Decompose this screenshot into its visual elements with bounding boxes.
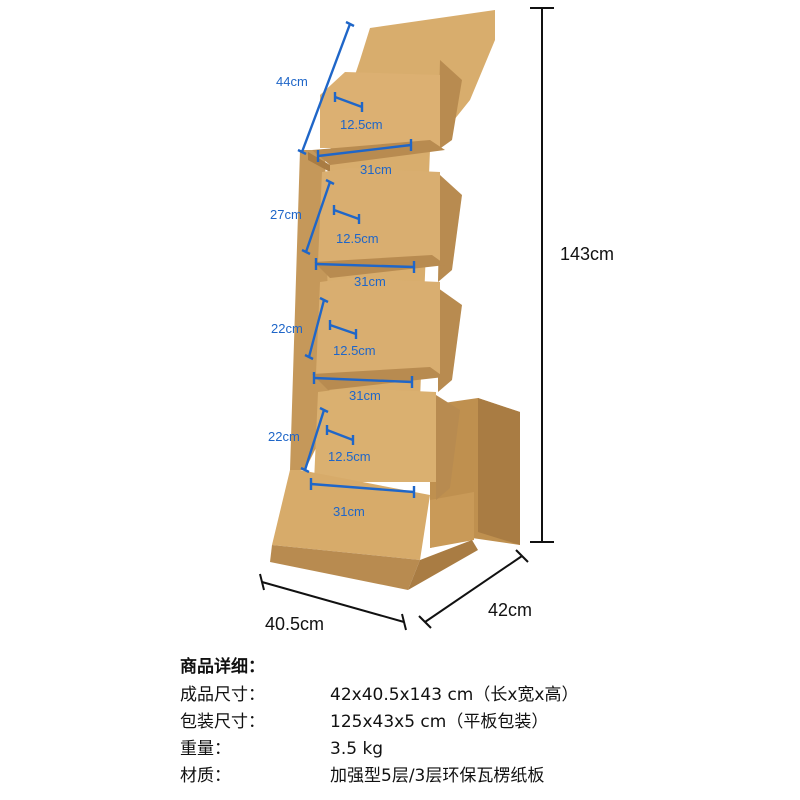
tier-2-width-label: 31cm (354, 274, 386, 289)
overall-height-label: 143cm (560, 244, 614, 264)
tier-1-height-label: 44cm (276, 74, 308, 89)
spec-value: 加强型5层/3层环保瓦楞纸板 (330, 766, 545, 786)
tier-4-width-label: 31cm (333, 504, 365, 519)
spec-row-weight: 重量： 3.5 kg (180, 736, 780, 763)
tier-1-width-label: 31cm (360, 162, 392, 177)
spec-row-size: 成品尺寸： 42x40.5x143 cm（长x宽x高） (180, 682, 780, 709)
spec-label: 成品尺寸： (180, 685, 265, 705)
tier-1-depth-label: 12.5cm (340, 117, 383, 132)
overall-width-dimension (259, 573, 407, 631)
spec-row-material: 材质： 加强型5层/3层环保瓦楞纸板 (180, 763, 780, 790)
tier-3-height-label: 22cm (271, 321, 303, 336)
spec-row-package: 包装尺寸： 125x43x5 cm（平板包装） (180, 709, 780, 736)
product-specs: 商品详细： 成品尺寸： 42x40.5x143 cm（长x宽x高） 包装尺寸： … (180, 654, 780, 790)
tier-3-depth-label: 12.5cm (333, 343, 376, 358)
overall-width-label: 40.5cm (265, 614, 324, 634)
rack-base (270, 470, 478, 590)
shelf-tray-2 (314, 168, 446, 278)
overall-depth-dimension (418, 549, 529, 629)
tier-4-depth-label: 12.5cm (328, 449, 371, 464)
tier-dimension-lines (297, 20, 416, 498)
product-illustration: 44cm 12.5cm 31cm 27cm 12.5cm 31cm 22cm 1… (259, 7, 614, 634)
shelf-tray-3 (312, 278, 444, 390)
tier-3-width-label: 31cm (349, 388, 381, 403)
overall-depth-label: 42cm (488, 600, 532, 620)
spec-value: 125x43x5 cm（平板包装） (330, 712, 549, 732)
spec-value: 3.5 kg (330, 739, 384, 759)
spec-label: 重量： (180, 739, 231, 759)
overall-height-dimension (530, 7, 554, 543)
spec-label: 包装尺寸： (180, 712, 265, 732)
shelf-tray-4 (314, 388, 436, 482)
tier-2-depth-label: 12.5cm (336, 231, 379, 246)
tier-2-height-label: 27cm (270, 207, 302, 222)
tier-4-height-label: 22cm (268, 429, 300, 444)
spec-label: 材质： (180, 766, 231, 786)
specs-title: 商品详细： (180, 657, 265, 677)
spec-value: 42x40.5x143 cm（长x宽x高） (330, 685, 579, 705)
